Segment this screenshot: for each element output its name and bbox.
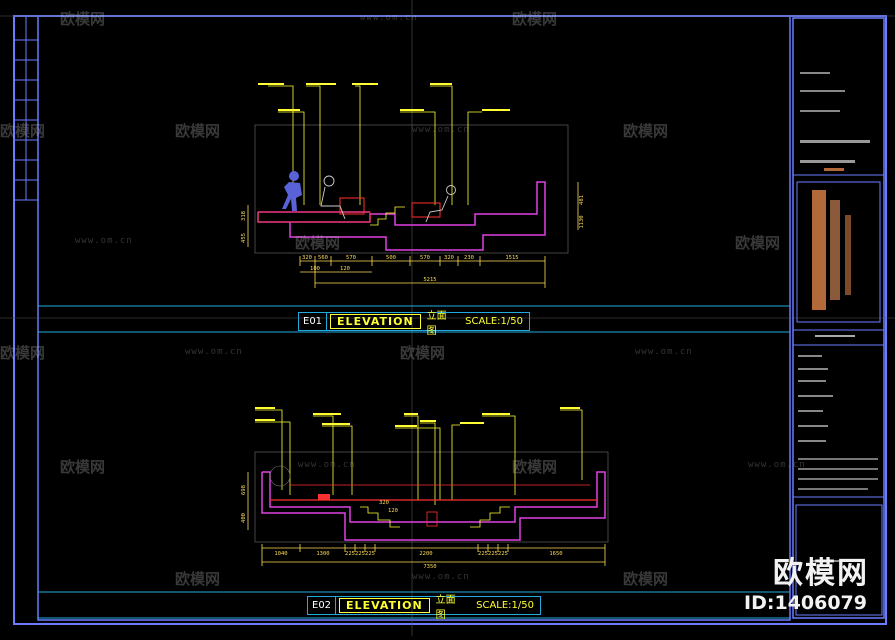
watermark-brand: 欧模网 — [512, 10, 558, 28]
e01-title-bar: E01 ELEVATION 立面图 SCALE:1/50 — [298, 311, 530, 337]
dimension-total: 5215 — [423, 277, 436, 283]
dimension-label: 225 — [478, 551, 488, 557]
dimension-label: 698 — [241, 485, 247, 495]
watermark-brand: 欧模网 — [735, 234, 781, 252]
e02-label: ELEVATION — [339, 598, 430, 613]
watermark-brand: 欧模网 — [512, 458, 558, 476]
e01-label-cn: 立面图 — [426, 310, 447, 337]
dimension-label: 120 — [340, 266, 350, 272]
dimension-label: 1040 — [274, 551, 287, 557]
dimension-total: 7350 — [423, 564, 436, 570]
watermark-brand: 欧模网 — [175, 122, 221, 140]
watermark-url: www.om.cn — [635, 347, 693, 357]
dimension-label: 120 — [388, 508, 398, 514]
e02-scale: SCALE:1/50 — [476, 600, 534, 611]
watermark-url: www.om.cn — [748, 460, 806, 470]
watermark-url: www.om.cn — [298, 460, 356, 470]
dimension-label: 1300 — [316, 551, 329, 557]
dimension-label: 500 — [386, 255, 396, 261]
e01-label: ELEVATION — [330, 314, 421, 329]
dimension-label: 400 — [241, 513, 247, 523]
corner-logo: 欧模网 — [773, 556, 869, 591]
human-figure-walking — [282, 171, 302, 211]
watermark-brand: 欧模网 — [400, 344, 446, 362]
watermark-url: www.om.cn — [185, 347, 243, 357]
elevation-e01: 320 560 570 500 570 320 230 1515 100 120 5215 318 45… — [241, 83, 585, 288]
dimension-label: 320 — [379, 500, 389, 506]
dimension-label: 570 — [346, 255, 356, 261]
watermark-brand: 欧模网 — [175, 570, 221, 588]
e02-label-cn: 立面图 — [435, 594, 456, 621]
dimension-label: 320 — [444, 255, 454, 261]
dimension-label: 225 — [498, 551, 508, 557]
dimension-label: 100 — [310, 266, 320, 272]
dimension-label: 1130 — [579, 215, 585, 228]
dimension-label: 225 — [355, 551, 365, 557]
dimension-label: 230 — [464, 255, 474, 261]
e01-scale: SCALE:1/50 — [465, 316, 523, 327]
watermark-url: www.om.cn — [360, 13, 418, 23]
watermark-brand: 欧模网 — [60, 10, 106, 28]
e02-code: E02 — [308, 597, 337, 614]
corner-id: ID:1406079 — [744, 592, 867, 614]
watermark-brand: 欧模网 — [623, 570, 669, 588]
watermark-url: www.om.cn — [412, 125, 470, 135]
e02-title-bar: E02 ELEVATION 立面图 SCALE:1/50 — [307, 595, 541, 621]
title-block — [792, 17, 885, 619]
human-figure-seated — [320, 175, 456, 223]
dimension-label: 1650 — [549, 551, 562, 557]
e01-code: E01 — [299, 313, 328, 330]
dimension-label: 481 — [579, 195, 585, 205]
watermark-brand: 欧模网 — [60, 458, 106, 476]
dimension-label: 320 — [302, 255, 312, 261]
dimension-label: 455 — [241, 233, 247, 243]
dimension-label: 560 — [318, 255, 328, 261]
dimension-label: 225 — [345, 551, 355, 557]
dimension-label: 318 — [241, 211, 247, 221]
watermark-brand: 欧模网 — [623, 122, 669, 140]
dimension-label: 225 — [365, 551, 375, 557]
left-strip — [14, 16, 38, 201]
dimension-label: 570 — [420, 255, 430, 261]
dimension-label: 1515 — [505, 255, 518, 261]
dimension-label: 2200 — [419, 551, 432, 557]
watermark-url: www.om.cn — [412, 572, 470, 582]
watermark-brand: 欧模网 — [0, 344, 46, 362]
watermark-url: www.om.cn — [75, 236, 133, 246]
watermark-brand: 欧模网 — [0, 122, 46, 140]
watermark-brand: 欧模网 — [295, 234, 341, 252]
dimension-label: 225 — [488, 551, 498, 557]
